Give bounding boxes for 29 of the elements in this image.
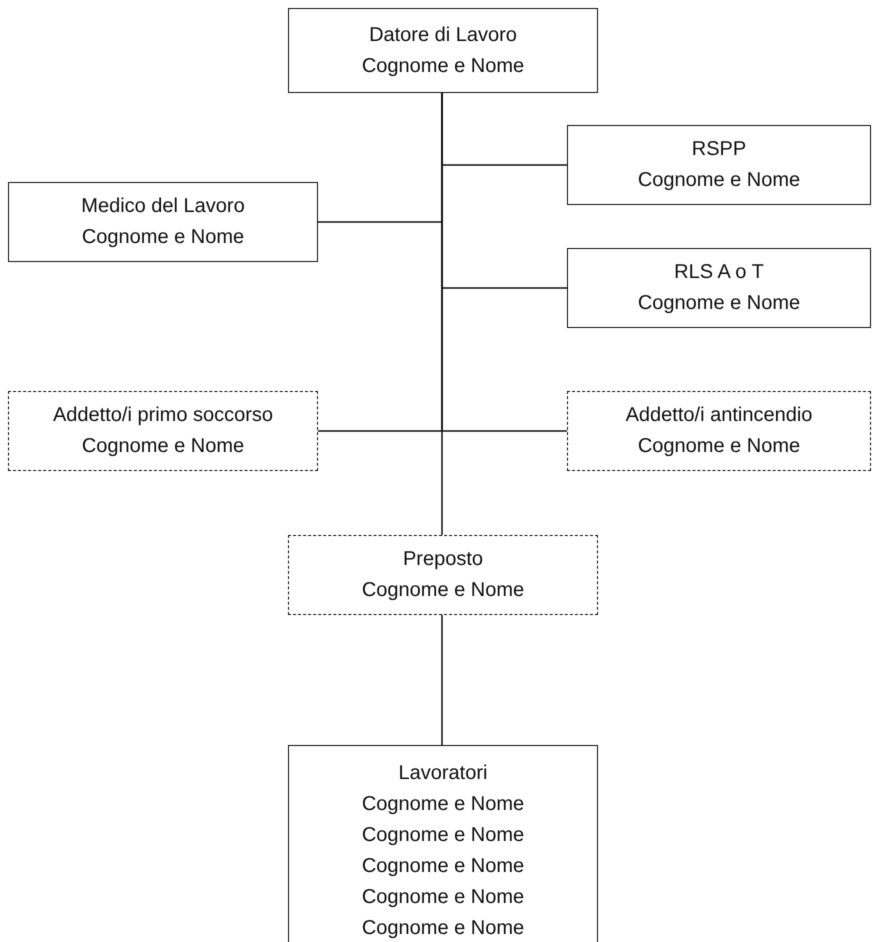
person-name: Cognome e Nome: [362, 54, 524, 78]
person-name: Cognome e Nome: [362, 916, 524, 941]
person-name: Cognome e Nome: [362, 854, 524, 879]
role-box: [288, 745, 598, 942]
person-name: Cognome e Nome: [362, 823, 524, 848]
role-box: [567, 248, 871, 328]
role-title: Lavoratori: [398, 761, 488, 786]
role-title: Datore di Lavoro: [369, 22, 517, 48]
person-name: Cognome e Nome: [362, 792, 524, 817]
person-name: Cognome e Nome: [638, 291, 800, 316]
person-name: Cognome e Nome: [638, 434, 800, 459]
role-box: [8, 182, 318, 262]
role-title: Addetto/i primo soccorso: [52, 403, 274, 428]
dashed-role-box: [567, 391, 871, 471]
role-title: Medico del Lavoro: [81, 194, 245, 219]
role-title: RLS A o T: [674, 260, 764, 285]
role-title: Preposto: [402, 547, 484, 572]
role-title: RSPP: [692, 137, 746, 162]
dashed-role-box: [8, 391, 318, 471]
person-name: Cognome e Nome: [82, 225, 244, 250]
person-name: Cognome e Nome: [362, 578, 524, 603]
role-box: [567, 125, 871, 205]
person-name: Cognome e Nome: [362, 885, 524, 910]
connector-line: [441, 615, 443, 745]
person-name: Cognome e Nome: [638, 168, 800, 193]
person-name: Cognome e Nome: [82, 434, 244, 459]
role-box: [288, 8, 598, 93]
role-title: Addetto/i antincendio: [626, 403, 812, 428]
dashed-role-box: [288, 535, 598, 615]
